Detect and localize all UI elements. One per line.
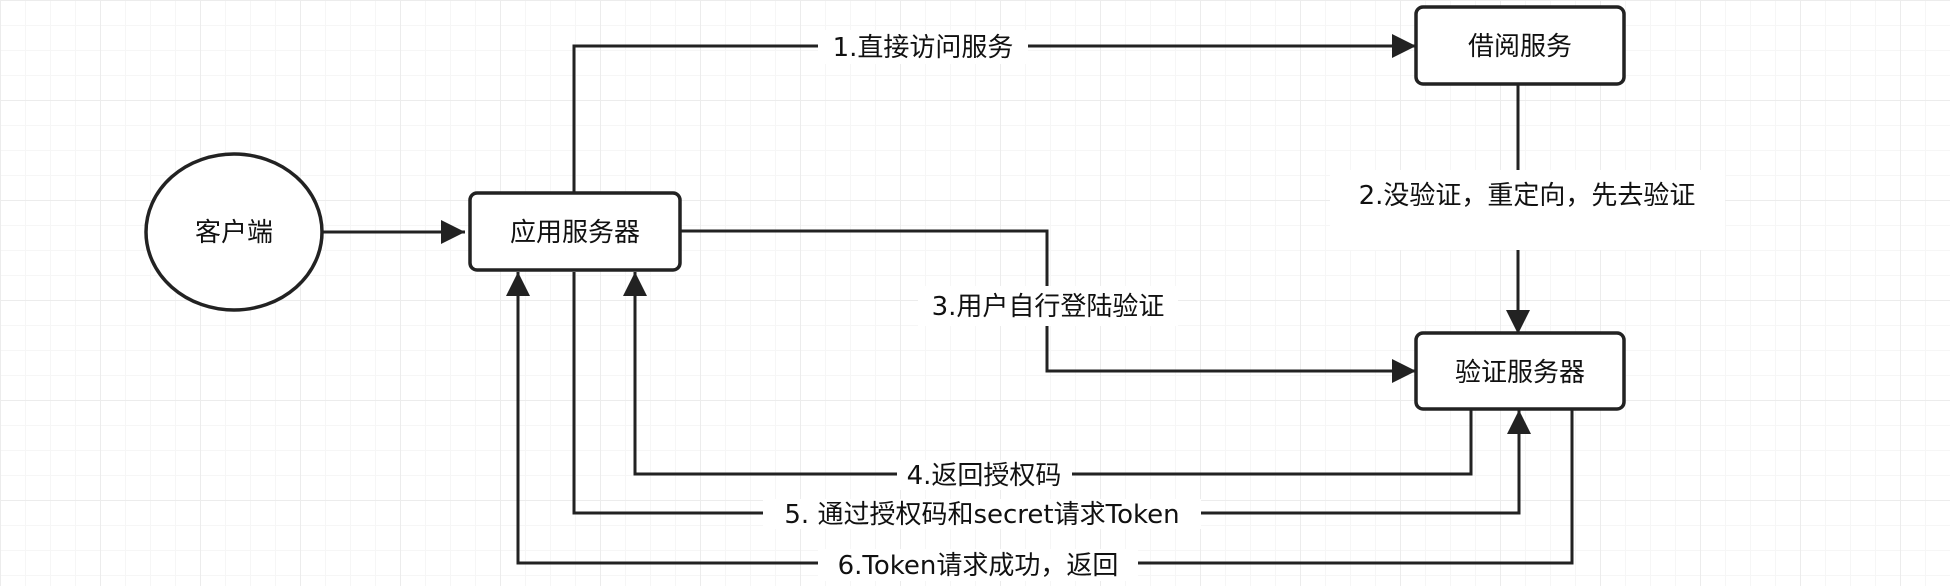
node-client-label: 客户端: [195, 218, 273, 248]
edge-4-label-bg: [897, 460, 1072, 490]
node-auth-server[interactable]: [1414, 331, 1626, 411]
edge-1-direct-access: [572, 34, 1416, 193]
edge-6-label-bg: [818, 549, 1138, 581]
node-app-server[interactable]: [468, 191, 682, 272]
node-auth-server-label: 验证服务器: [1455, 358, 1585, 388]
edge-3-label-bg: [918, 286, 1178, 326]
edge-1-label: 1.直接访问服务: [833, 33, 1014, 63]
node-app-server-label: 应用服务器: [510, 218, 640, 248]
edge-1-label-bg: [818, 30, 1028, 64]
edge-3-label: 3.用户自行登陆验证: [932, 292, 1165, 322]
edge-5-label: 5. 通过授权码和secret请求Token: [784, 500, 1179, 530]
edge-4-label: 4.返回授权码: [907, 461, 1062, 491]
node-client[interactable]: [144, 152, 324, 312]
edge-2-label: 2.没验证，重定向，先去验证: [1359, 181, 1696, 211]
node-borrow-service[interactable]: [1414, 5, 1626, 86]
node-borrow-service-label: 借阅服务: [1468, 32, 1572, 62]
edge-5-label-bg: [763, 499, 1201, 529]
edge-6-label: 6.Token请求成功，返回: [838, 551, 1119, 581]
edge-2-label-bg: [1330, 170, 1725, 250]
